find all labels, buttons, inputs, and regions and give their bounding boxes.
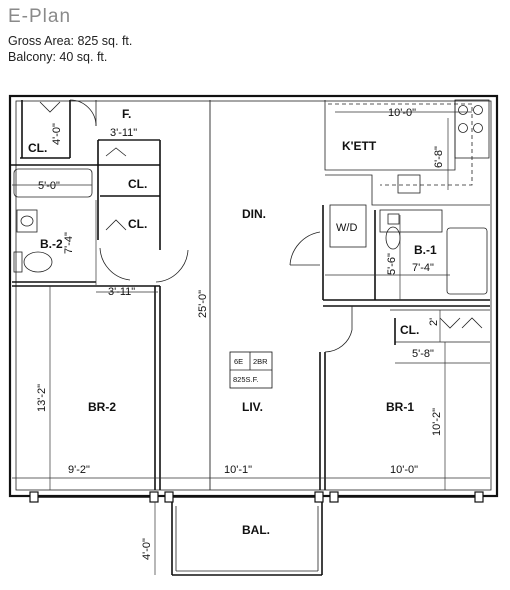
dim-closet-foyer-h: 4'-0" — [51, 123, 63, 145]
unit-tag: 6E 2BR 825S.F. — [229, 351, 273, 389]
room-closet-foyer: CL. — [28, 141, 47, 155]
dim-bath2-width: 5'-0" — [38, 180, 60, 192]
room-bath-2: B.-2 — [40, 237, 63, 251]
dim-living-width: 10'-1" — [224, 464, 252, 476]
dim-br2-width: 9'-2" — [68, 464, 90, 476]
room-closet-1: CL. — [128, 177, 147, 191]
room-dining: DIN. — [242, 207, 266, 221]
room-kitchen: K'ETT — [342, 139, 377, 153]
room-closet-2: CL. — [128, 217, 147, 231]
bottom-windows — [29, 491, 484, 503]
interior-walls — [10, 99, 490, 490]
balcony-area-text: Balcony: 40 sq. ft. — [8, 50, 108, 64]
room-bedroom-1: BR-1 — [386, 400, 414, 414]
dim-br2-depth: 13'-2" — [36, 384, 48, 412]
exterior-wall — [8, 94, 499, 498]
gross-area-text: Gross Area: 825 sq. ft. — [8, 34, 133, 48]
dim-br1-depth: 10'-2" — [431, 408, 443, 436]
dim-foyer-width: 3'-11" — [110, 127, 137, 139]
dim-br1-width: 10'-0" — [390, 464, 418, 476]
dim-bath1-depth: 5'-6" — [386, 253, 398, 275]
dim-closet-br1-depth: 2' — [428, 318, 440, 326]
washer-dryer: W/D — [336, 222, 357, 234]
unit-tag-type: 2BR — [253, 357, 268, 366]
plan-title: E-Plan — [8, 6, 72, 27]
room-bedroom-2: BR-2 — [88, 400, 116, 414]
dim-hall-width: 3'-11" — [108, 286, 135, 298]
bath-1-fixtures — [385, 213, 401, 250]
room-bath-1: B.-1 — [414, 243, 437, 257]
room-foyer: F. — [122, 107, 131, 121]
dim-balcony-depth: 4'-0" — [141, 538, 153, 560]
bath-2-fixtures — [13, 168, 93, 273]
room-balcony: BAL. — [242, 523, 270, 537]
dim-bath2-depth: 7'-4" — [63, 232, 75, 254]
dim-living-depth: 25'-0" — [197, 290, 209, 318]
dim-bath1-width: 7'-4" — [412, 262, 434, 274]
door-swings — [39, 99, 483, 353]
unit-tag-unit: 6E — [234, 357, 243, 366]
dimension-lines — [12, 100, 490, 575]
dim-kitchen-depth: 6'-8" — [433, 146, 445, 168]
balcony-outline — [171, 502, 323, 576]
exterior-wall-inner — [15, 100, 492, 491]
dim-kitchen-width: 10'-0" — [388, 107, 416, 119]
room-living: LIV. — [242, 400, 263, 414]
room-closet-br1: CL. — [400, 323, 419, 337]
unit-tag-area: 825S.F. — [233, 375, 258, 384]
dim-closet-br1-width: 5'-8" — [412, 348, 434, 360]
